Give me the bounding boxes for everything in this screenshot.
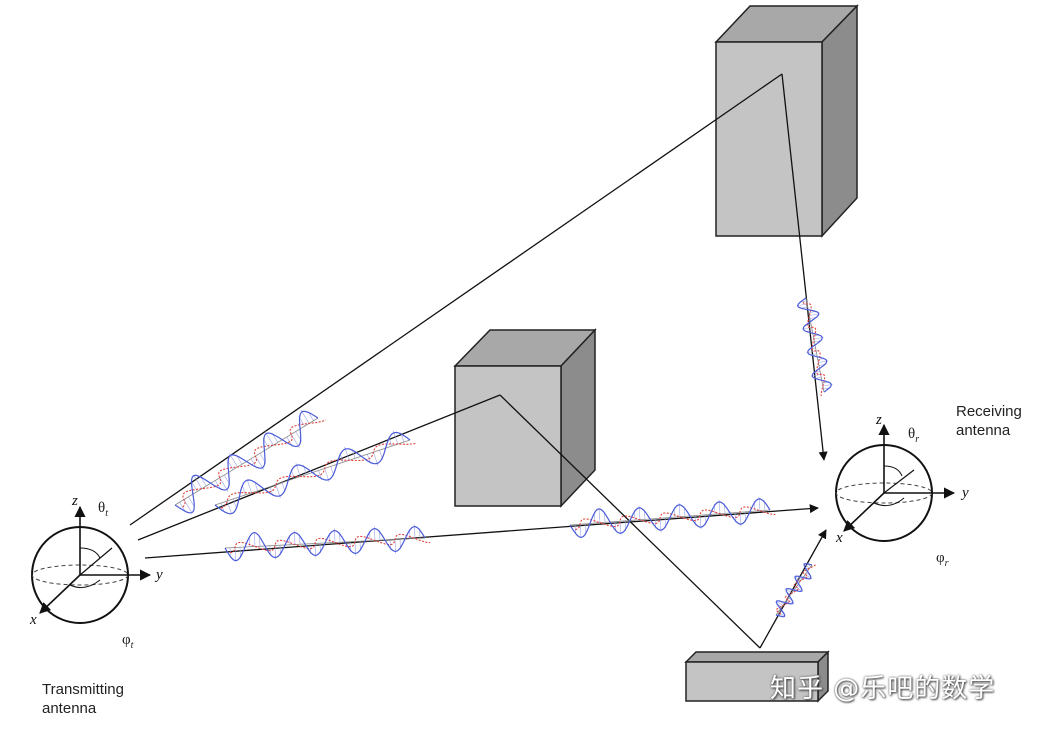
receiving-antenna-label: Receiving antenna [956, 402, 1022, 440]
ray-large-building-to-rx [781, 73, 828, 461]
wave-red-component [775, 564, 817, 615]
wave-hatch [254, 532, 256, 547]
transmitting-label-line1: Transmitting [42, 681, 124, 698]
wave-to-middle-building [214, 430, 417, 515]
tx-direction [79, 547, 113, 576]
wave-blue-component [224, 525, 426, 562]
ray-direct [144, 504, 819, 559]
tx-z-label: z [72, 493, 78, 509]
wave-hatch [598, 508, 601, 523]
middle-building [453, 328, 597, 508]
wave-hatch [579, 524, 582, 539]
wave-blue-component [775, 562, 813, 618]
wave-red-component [230, 533, 431, 554]
rx-theta-arc [883, 465, 903, 477]
wave-ground-to-rx [775, 562, 817, 618]
wave-hatch [593, 513, 596, 524]
wave-red-component [575, 506, 776, 531]
tx-antenna [31, 505, 152, 624]
wave-hatch [226, 500, 232, 515]
tx-x-label: x [30, 612, 37, 628]
wave-hatch [776, 600, 783, 606]
receiving-label-line2: antenna [956, 422, 1011, 439]
transmitting-antenna-label: Transmitting antenna [42, 680, 124, 718]
tx-y-label: y [156, 567, 163, 583]
wave-red-component [221, 442, 417, 509]
rx-y-label: y [962, 485, 969, 501]
rx-z-label: z [876, 412, 882, 428]
tx-theta-label: θt [98, 500, 108, 519]
tx-x-axis [39, 574, 81, 614]
rx-theta-label: θr [908, 426, 920, 445]
wave-hatch [778, 611, 785, 617]
wave-hatch [193, 474, 203, 489]
wave-hatch [809, 313, 820, 316]
wave-blue-component [569, 498, 771, 538]
large-building-front [715, 41, 823, 237]
wave-hatch [242, 485, 246, 495]
rx-x-axis [843, 492, 885, 532]
ray-paths [129, 73, 828, 649]
wave-hatch [584, 523, 587, 534]
wave-red-component [182, 419, 326, 508]
wave-blue-component [174, 410, 319, 514]
receiving-label-line1: Receiving [956, 403, 1022, 420]
tx-theta-arc [79, 547, 101, 559]
ground-block-top [684, 651, 830, 663]
rx-x-label: x [836, 530, 843, 546]
wave-red-component [802, 301, 826, 397]
wave-hatch [797, 303, 808, 307]
ground-block [684, 650, 830, 703]
ray-to-large-building [129, 73, 783, 526]
rx-phi-label: φr [936, 550, 949, 569]
watermark: 知乎 @乐吧的数学 [770, 674, 996, 704]
wave-hatch [232, 498, 237, 509]
wave-blue-component [214, 431, 411, 515]
rx-antenna [835, 423, 956, 542]
tx-phi-label: φt [122, 632, 134, 651]
wave-blue-component [797, 297, 832, 393]
em-waves [174, 297, 833, 618]
rx-phi-arc [873, 497, 905, 507]
wave-hatch [188, 496, 195, 507]
wave-large-to-rx [797, 297, 833, 397]
wave-hatch [246, 479, 252, 493]
wave-direct-rx [569, 496, 776, 539]
wave-to-large-building [174, 409, 326, 514]
ray-to-middle-building [137, 394, 501, 541]
large-building [714, 4, 859, 238]
wave-direct-tx [224, 524, 431, 562]
large-building-side [821, 4, 858, 238]
wave-hatch [183, 499, 193, 514]
wave-hatch [603, 512, 606, 523]
ground-block-front [685, 661, 819, 702]
wave-hatch [234, 547, 236, 562]
ray-ground-to-rx [759, 529, 827, 649]
middle-building-front [454, 365, 562, 507]
rx-direction [883, 469, 915, 494]
transmitting-label-line2: antenna [42, 700, 97, 717]
tx-phi-arc [69, 579, 101, 589]
